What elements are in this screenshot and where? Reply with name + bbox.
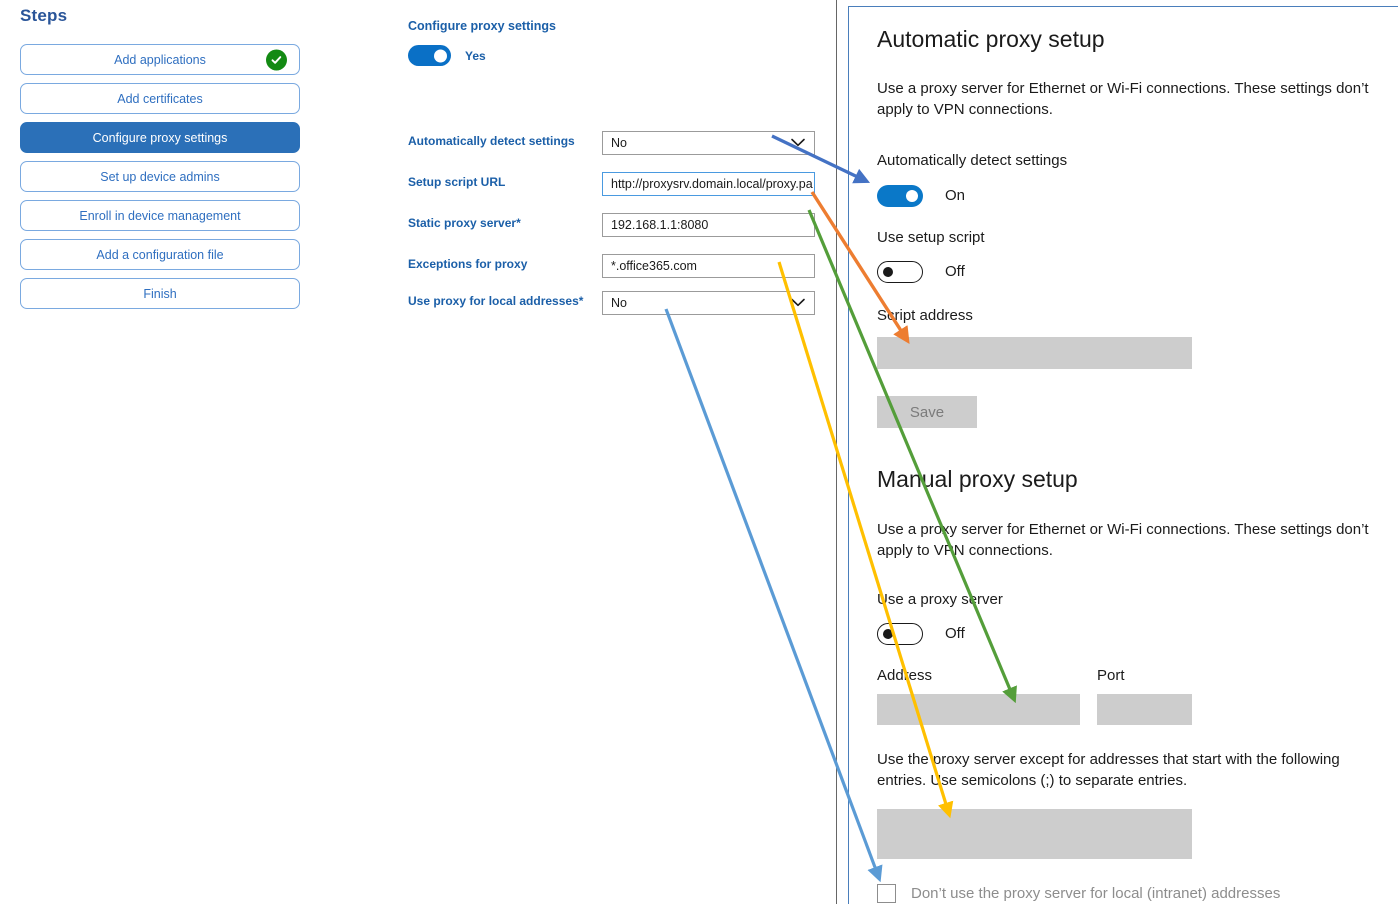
step-label: Add applications	[114, 52, 206, 67]
exceptions-input[interactable]	[877, 809, 1192, 859]
configure-proxy-toggle[interactable]	[408, 45, 451, 66]
automatically-detect-settings-value: On	[945, 187, 966, 204]
script-address-value	[877, 337, 1192, 349]
field-label: Static proxy server*	[408, 216, 521, 230]
input-value: *.office365.com	[611, 259, 697, 273]
step-set-up-device-admins[interactable]: Set up device admins	[20, 161, 300, 192]
bypass-local-addresses-label: Don’t use the proxy server for local (in…	[911, 885, 1281, 902]
script-address-label: Script address	[877, 307, 973, 324]
step-add-certificates[interactable]: Add certificates	[20, 83, 300, 114]
check-circle-icon	[266, 49, 287, 70]
static-proxy-server-input[interactable]: 192.168.1.1:8080	[602, 213, 815, 237]
script-address-input[interactable]	[877, 337, 1192, 369]
automatic-proxy-setup-heading: Automatic proxy setup	[877, 26, 1105, 52]
configure-proxy-form: Configure proxy settings Yes Automatical…	[336, 0, 836, 904]
use-setup-script-label: Use setup script	[877, 229, 985, 246]
step-enroll-in-device-management[interactable]: Enroll in device management	[20, 200, 300, 231]
step-label: Add a configuration file	[96, 247, 224, 262]
use-setup-script-toggle[interactable]	[877, 261, 923, 283]
port-value	[1097, 694, 1192, 706]
select-value: No	[611, 136, 627, 150]
field-label: Automatically detect settings	[408, 134, 575, 148]
address-value	[877, 694, 1080, 706]
panel-divider	[836, 0, 837, 904]
port-label: Port	[1097, 667, 1125, 684]
address-label: Address	[877, 667, 933, 684]
address-input[interactable]	[877, 694, 1080, 725]
configure-proxy-toggle-row: Yes	[408, 45, 486, 66]
select-value: No	[611, 296, 627, 310]
exceptions-description: Use the proxy server except for addresse…	[877, 751, 1340, 789]
step-configure-proxy-settings[interactable]: Configure proxy settings	[20, 122, 300, 153]
automatically-detect-settings-label: Automatically detect settings	[877, 152, 1068, 169]
use-a-proxy-server-label: Use a proxy server	[877, 591, 1003, 608]
automatically-detect-settings-toggle[interactable]	[877, 185, 923, 207]
step-finish[interactable]: Finish	[20, 278, 300, 309]
exceptions-value	[877, 809, 1192, 821]
port-input[interactable]	[1097, 694, 1192, 725]
step-label: Configure proxy settings	[92, 130, 228, 145]
form-heading: Configure proxy settings	[408, 19, 556, 33]
chevron-down-icon	[791, 136, 805, 150]
use-a-proxy-server-value: Off	[945, 625, 965, 642]
field-label: Exceptions for proxy	[408, 257, 528, 271]
step-label: Enroll in device management	[79, 208, 241, 223]
exceptions-for-proxy-input[interactable]: *.office365.com	[602, 254, 815, 278]
save-button[interactable]: Save	[877, 396, 977, 428]
setup-script-url-input[interactable]: http://proxysrv.domain.local/proxy.pa	[602, 172, 815, 196]
chevron-down-icon	[791, 296, 805, 310]
input-value: 192.168.1.1:8080	[611, 218, 709, 232]
manual-proxy-setup-heading: Manual proxy setup	[877, 466, 1078, 492]
steps-list: Add applications Add certificates Config…	[20, 44, 300, 317]
windows-proxy-settings-panel: Automatic proxy setup Use a proxy server…	[848, 6, 1398, 904]
field-label: Use proxy for local addresses*	[408, 294, 584, 308]
steps-title: Steps	[20, 6, 68, 25]
use-a-proxy-server-toggle[interactable]	[877, 623, 923, 645]
step-label: Set up device admins	[100, 169, 220, 184]
step-label: Add certificates	[117, 91, 203, 106]
manual-proxy-setup-description: Use a proxy server for Ethernet or Wi-Fi…	[877, 521, 1369, 559]
bypass-local-addresses-checkbox[interactable]	[877, 884, 896, 903]
step-add-applications[interactable]: Add applications	[20, 44, 300, 75]
steps-panel: Steps Add applications Add certificates …	[0, 0, 336, 904]
automatic-proxy-setup-description: Use a proxy server for Ethernet or Wi-Fi…	[877, 80, 1369, 118]
use-setup-script-value: Off	[945, 263, 965, 280]
configure-proxy-toggle-label: Yes	[465, 48, 486, 63]
input-value: http://proxysrv.domain.local/proxy.pa	[611, 177, 813, 191]
step-add-a-configuration-file[interactable]: Add a configuration file	[20, 239, 300, 270]
automatically-detect-settings-select[interactable]: No	[602, 131, 815, 155]
field-label: Setup script URL	[408, 175, 506, 189]
step-label: Finish	[143, 286, 177, 301]
use-proxy-for-local-addresses-select[interactable]: No	[602, 291, 815, 315]
